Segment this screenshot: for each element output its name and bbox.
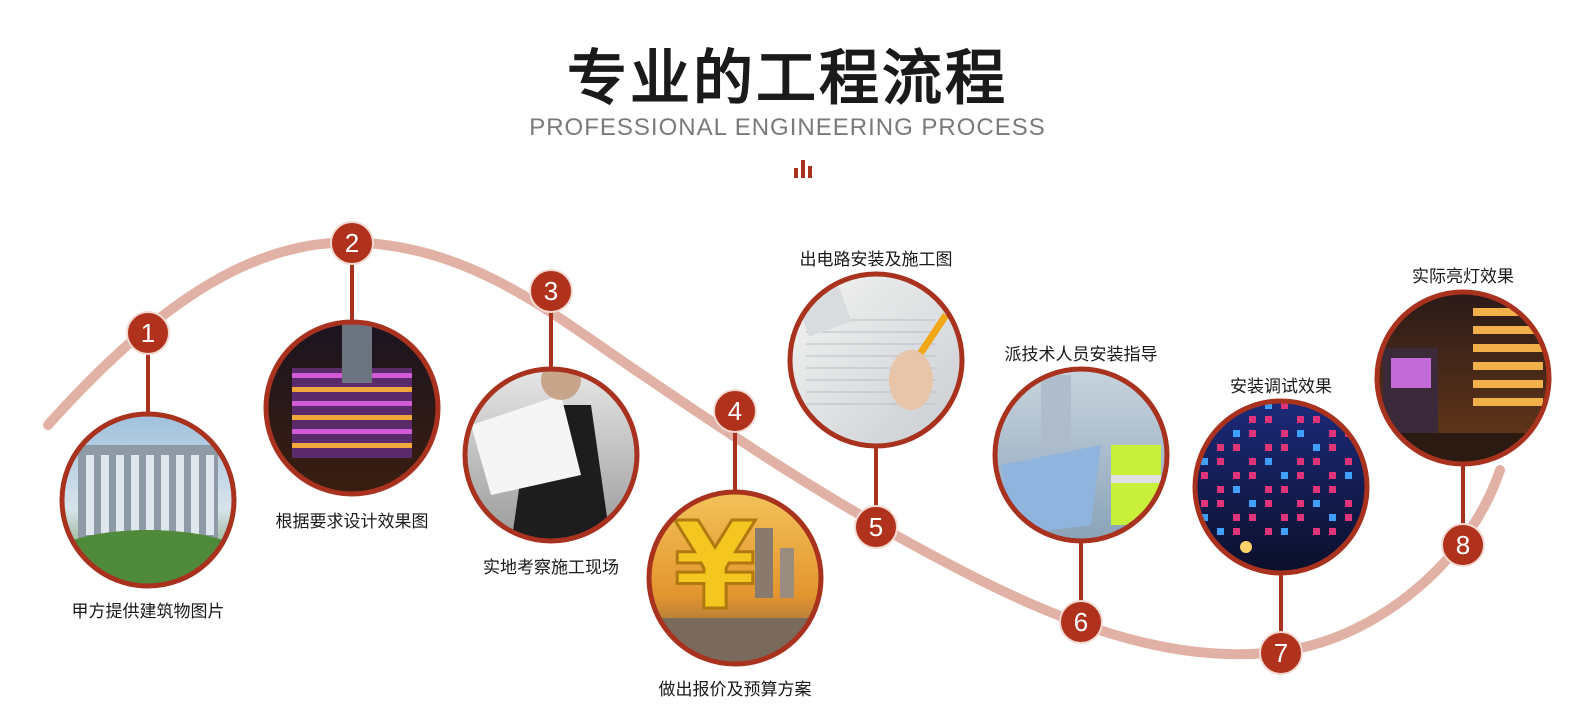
- led-facade-photo: [1195, 401, 1367, 573]
- photo-ring: [1192, 398, 1370, 576]
- photo-ring: [263, 319, 441, 497]
- process-step-4: ¥4: [646, 389, 824, 667]
- step-number: 4: [728, 396, 742, 426]
- svg-text:¥: ¥: [673, 498, 757, 637]
- step-badge: [1260, 632, 1302, 674]
- step-label-2: 根据要求设计效果图: [275, 512, 429, 532]
- step-label-8: 实际亮灯效果: [1412, 267, 1514, 287]
- page-subtitle: PROFESSIONAL ENGINEERING PROCESS: [529, 114, 1046, 141]
- bar-mark-icon: [790, 158, 816, 178]
- technician-guidance-photo: [995, 369, 1167, 541]
- step-number: 3: [544, 276, 558, 306]
- step-label-7: 安装调试效果: [1230, 377, 1332, 397]
- step-badge: [127, 312, 169, 354]
- photo-ring: [992, 366, 1170, 544]
- process-step-7: 7: [1192, 398, 1370, 675]
- step-badge: [1060, 601, 1102, 643]
- process-step-6: 6: [992, 366, 1170, 644]
- process-step-3: 3: [462, 269, 640, 544]
- page-title: 专业的工程流程: [567, 44, 1008, 114]
- step-badge: [530, 270, 572, 312]
- photo-ring: [646, 489, 824, 667]
- step-number: 2: [345, 228, 359, 258]
- step-badge: [331, 222, 373, 264]
- person-holding-blueprint-photo: [465, 369, 637, 541]
- process-step-2: 2: [263, 221, 441, 497]
- office-building-photo: [62, 414, 234, 586]
- step-number: 5: [869, 512, 883, 542]
- process-step-1: 1: [59, 311, 237, 589]
- step-label-6: 派技术人员安装指导: [1004, 345, 1158, 365]
- flow-curve: [43, 237, 1505, 660]
- lit-building-night-photo: [266, 322, 438, 494]
- step-number: 6: [1074, 607, 1088, 637]
- step-number: 1: [141, 318, 155, 348]
- photo-ring: [787, 271, 965, 449]
- step-label-4: 做出报价及预算方案: [658, 680, 812, 700]
- step-label-1: 甲方提供建筑物图片: [71, 602, 225, 622]
- photo-ring: [59, 411, 237, 589]
- step-badge: [714, 390, 756, 432]
- drawing-blueprint-photo: [790, 274, 962, 446]
- step-badge: [1442, 524, 1484, 566]
- step-label-5: 出电路安装及施工图: [799, 250, 953, 270]
- step-label-3: 实地考察施工现场: [483, 558, 619, 578]
- process-step-5: 5: [787, 271, 965, 549]
- mall-lighting-night-photo: [1377, 292, 1549, 464]
- step-badge: [855, 506, 897, 548]
- process-step-8: 8: [1374, 289, 1552, 567]
- photo-ring: [462, 366, 640, 544]
- photo-ring: [1374, 289, 1552, 467]
- step-number: 8: [1456, 530, 1470, 560]
- step-number: 7: [1274, 638, 1288, 668]
